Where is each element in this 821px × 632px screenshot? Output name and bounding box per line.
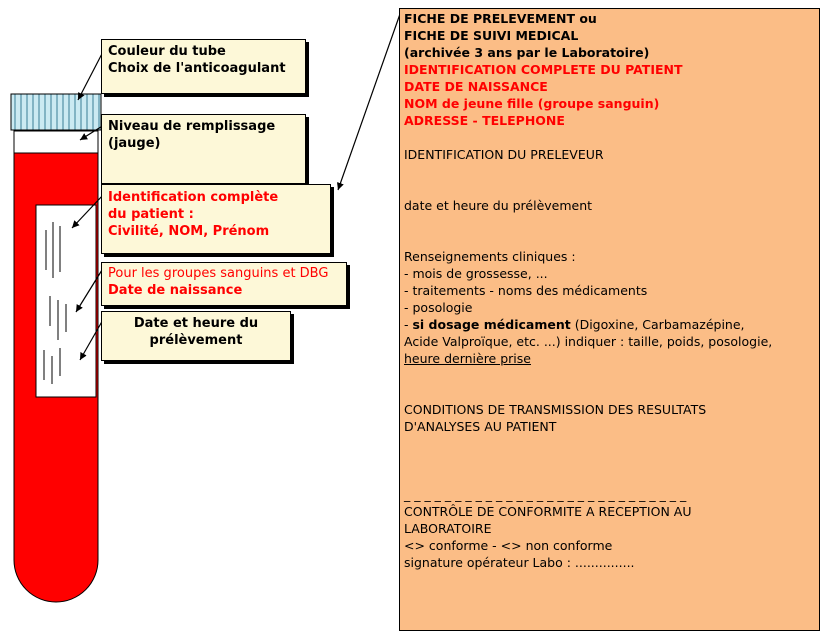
form-required-2: DATE DE NAISSANCE: [404, 79, 548, 94]
tube-label-lines: [43, 222, 67, 384]
form-title-1: FICHE DE PRELEVEMENT ou: [404, 11, 597, 26]
tube-cap: [10, 93, 102, 131]
patient-id-line2: du patient :: [108, 207, 194, 222]
tube-label: [35, 204, 97, 398]
control-line1: CONTRÔLE DE CONFORMITE A RECEPTION AU: [404, 504, 692, 519]
form-title-2: FICHE DE SUIVI MEDICAL: [404, 28, 579, 43]
drug-dosage-line2: Acide Valproïque, etc. ...) indiquer : t…: [404, 334, 773, 349]
tube-color-line2: Choix de l'anticoagulant: [108, 61, 286, 76]
drug-dosage-line3: heure dernière prise: [404, 351, 531, 366]
tube-air-gap: [13, 130, 99, 154]
conformity-line: <> conforme - <> non conforme: [404, 538, 613, 553]
pointer-arrows: [71, 13, 401, 361]
collector-id: IDENTIFICATION DU PRELEVEUR: [404, 147, 604, 162]
clinical-item-1: - mois de grossesse, ...: [404, 266, 548, 281]
drug-dash: -: [404, 317, 413, 332]
patient-id-line3: Civilité, NOM, Prénom: [108, 224, 270, 239]
drug-dosage-bold: si dosage médicament: [412, 317, 571, 332]
sampling-time-line2: prélèvement: [149, 333, 243, 348]
drug-dosage-line: - si dosage médicament (Digoxine, Carbam…: [404, 316, 815, 333]
drug-dosage-rest: (Digoxine, Carbamazépine,: [570, 317, 745, 332]
sampling-time-line1: Date et heure du: [133, 316, 259, 331]
clinical-title: Renseignements cliniques :: [404, 249, 576, 264]
form-title-3: (archivée 3 ans par le Laboratoire): [404, 45, 650, 60]
blood-group-line1: Pour les groupes sanguins et DBG: [108, 266, 329, 281]
sampling-form-card: FICHE DE PRELEVEMENT ou FICHE DE SUIVI M…: [399, 8, 820, 631]
separator-line: _ _ _ _ _ _ _ _ _ _ _ _ _ _ _ _ _ _ _ _ …: [404, 487, 687, 502]
form-required-4: ADRESSE - TELEPHONE: [404, 113, 565, 128]
form-required-1: IDENTIFICATION COMPLETE DU PATIENT: [404, 62, 683, 77]
patient-id-label: Identification complète du patient : Civ…: [101, 184, 331, 254]
patient-id-line1: Identification complète: [108, 190, 279, 205]
signature-line: signature opérateur Labo : .............…: [404, 555, 635, 570]
fill-level-label: Niveau de remplissage (jauge): [101, 114, 306, 184]
form-required-3: NOM de jeune fille (groupe sanguin): [404, 96, 660, 111]
blood-group-label: Pour les groupes sanguins et DBG Date de…: [101, 262, 347, 306]
clinical-item-2: - traitements - noms des médicaments: [404, 283, 648, 298]
tube-color-line1: Couleur du tube: [108, 44, 226, 59]
sampling-time-label: Date et heure du prélèvement: [101, 311, 291, 361]
clinical-item-3: - posologie: [404, 300, 473, 315]
sampling-datetime: date et heure du prélèvement: [404, 198, 593, 213]
tube-color-label: Couleur du tube Choix de l'anticoagulant: [101, 39, 306, 94]
blood-group-line2: Date de naissance: [108, 283, 243, 298]
transmission-line1: CONDITIONS DE TRANSMISSION DES RESULTATS: [404, 402, 707, 417]
fill-level-line2: (jauge): [108, 136, 161, 151]
control-line2: LABORATOIRE: [404, 521, 492, 536]
transmission-line2: D'ANALYSES AU PATIENT: [404, 419, 557, 434]
fill-level-line1: Niveau de remplissage: [108, 119, 276, 134]
